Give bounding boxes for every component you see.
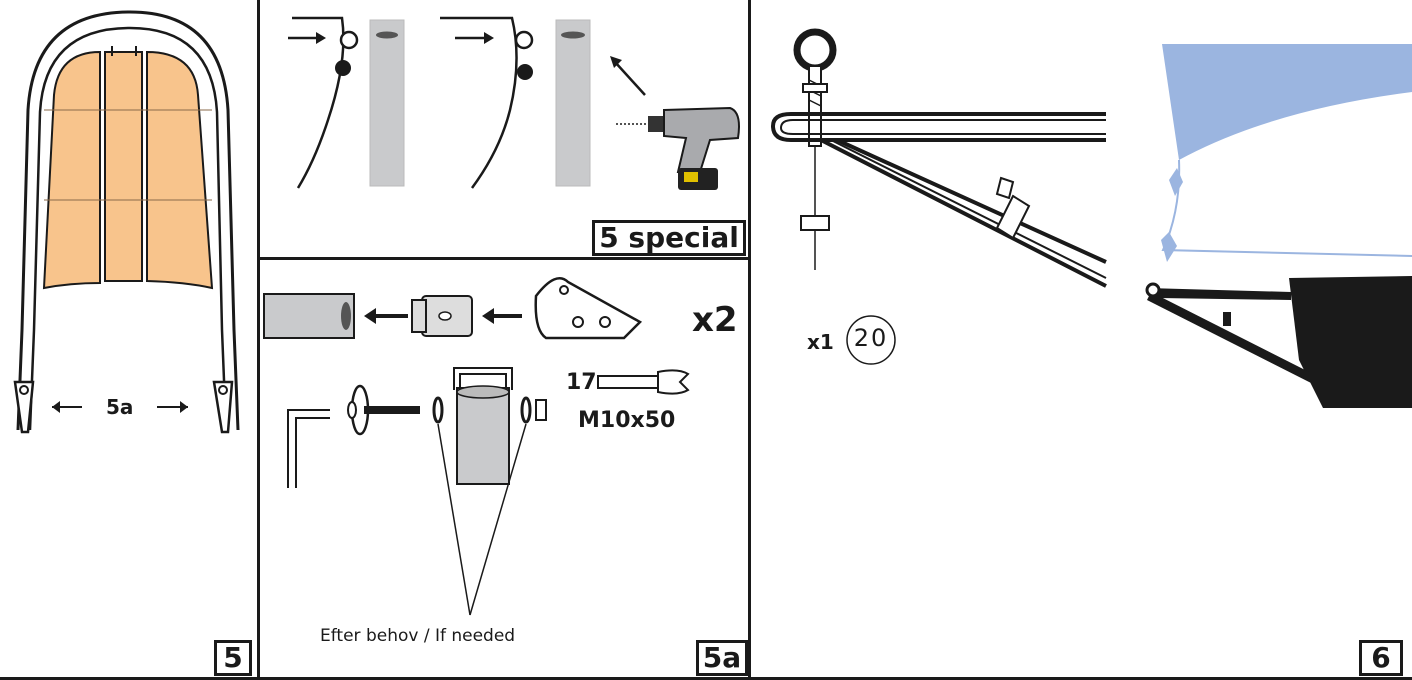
- part-number-label: 20: [853, 324, 889, 352]
- wood-panel-center: [104, 51, 143, 282]
- panel-step-5-special: 5 special: [260, 0, 748, 257]
- step-number-5-special: 5 special: [592, 220, 746, 256]
- nut: [535, 399, 547, 421]
- washer-left: [432, 396, 444, 424]
- panel-step-5a: x2 17 M10x50 Efter behov / If needed 5a: [260, 260, 748, 677]
- divider-middle: [748, 0, 751, 680]
- panel-step-5: 5a 5: [0, 0, 257, 680]
- bottom-rule: [0, 677, 1412, 680]
- vertical-tube: [456, 387, 510, 485]
- frame-tube: [16, 10, 240, 431]
- wrench-size-label: 17: [566, 370, 597, 395]
- wood-panel-left: [42, 50, 101, 290]
- quantity-label: x1: [807, 330, 834, 354]
- spacing-label: 5a: [106, 395, 134, 419]
- wood-panel-right: [146, 50, 214, 290]
- bimini-frame-illustration: [13, 10, 240, 434]
- horizontal-rail: [770, 112, 1106, 142]
- step-number-6: 6: [1359, 640, 1403, 676]
- step-number-5: 5: [214, 640, 252, 676]
- wrench-icon: [597, 369, 690, 395]
- tube-end: [263, 293, 355, 339]
- foot-left: [13, 380, 35, 434]
- bolt-spec-label: M10x50: [578, 408, 676, 433]
- bolt-icon: [347, 384, 420, 436]
- foot-right: [212, 380, 234, 434]
- panel-step-6: x1 20 6: [751, 0, 1412, 677]
- end-plug-icon: [411, 295, 473, 337]
- drill-icon: [616, 106, 740, 190]
- canopy: [1162, 44, 1412, 160]
- multiplier-label: x2: [692, 300, 738, 340]
- mount-bracket-icon: [534, 277, 643, 340]
- divider-left: [257, 0, 260, 680]
- boat-hull: [1289, 276, 1412, 408]
- tube-2: [555, 19, 591, 187]
- frame-tube-inner: [28, 26, 228, 431]
- eye-bolt-mount-illustration: [770, 28, 1412, 408]
- divider-horizontal: [257, 257, 751, 260]
- part-number-circle: [846, 315, 896, 365]
- washer-right: [520, 396, 532, 424]
- if-needed-note: Efter behov / If needed: [320, 626, 516, 646]
- step-number-5a: 5a: [696, 640, 748, 676]
- diagonal-strut: [820, 138, 1107, 288]
- eye-bolt-ring: [793, 28, 837, 72]
- drill-mount-illustration: [288, 16, 740, 190]
- tube-1: [369, 19, 405, 187]
- allen-key-icon: [287, 409, 330, 488]
- hardware-assembly-illustration: [263, 277, 690, 616]
